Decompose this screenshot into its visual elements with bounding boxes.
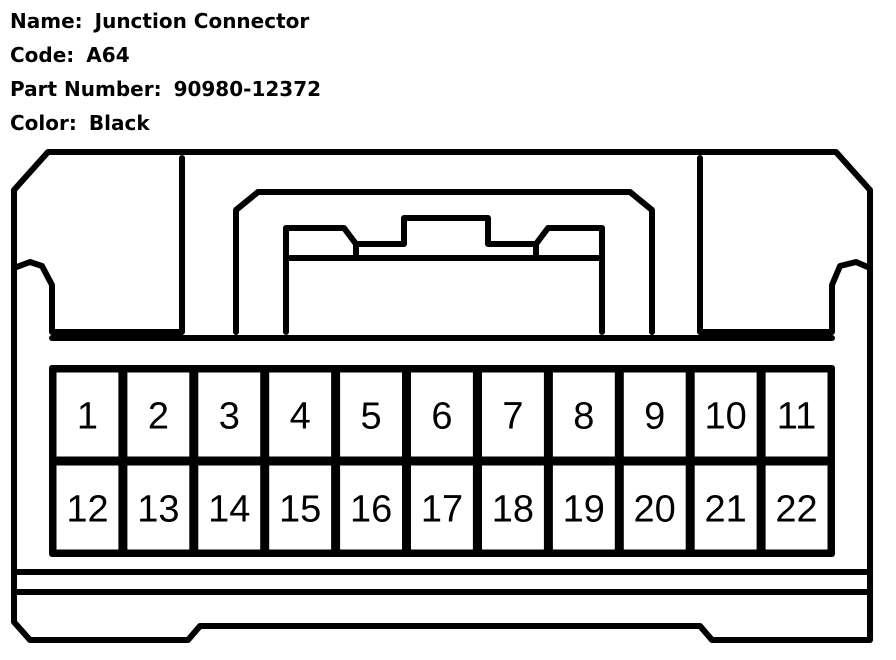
housing-outline [11, 149, 873, 643]
pin-cavity [618, 460, 691, 555]
pin-number: 11 [777, 396, 816, 438]
pin-cavity [618, 367, 691, 462]
pin-number: 6 [431, 396, 452, 438]
pin-number: 10 [704, 396, 746, 438]
pin-cavity [547, 367, 620, 462]
pin-cavity [335, 367, 408, 462]
code-value: A64 [86, 43, 130, 67]
color-value: Black [88, 111, 150, 135]
part-number-label: Part Number: [10, 77, 162, 101]
name-value: Junction Connector [94, 9, 310, 33]
pin-cavity [406, 460, 478, 555]
housing-inner-right [697, 155, 873, 335]
pin-number: 12 [66, 489, 108, 531]
pin-cavity [760, 367, 833, 462]
pin-number: 15 [279, 489, 321, 531]
pin-cavity [51, 367, 124, 462]
pin-number: 4 [290, 396, 311, 438]
pin-number: 22 [775, 489, 817, 531]
pin-cavity [760, 460, 833, 555]
pin-cavity [335, 460, 408, 555]
pin-number: 21 [704, 489, 746, 531]
housing-inner-left [11, 155, 185, 335]
pin-number: 1 [77, 396, 98, 438]
pin-number: 19 [563, 489, 605, 531]
pin-number: 18 [492, 489, 534, 531]
pin-number: 2 [148, 396, 169, 438]
pin-number: 16 [350, 489, 392, 531]
part-number-row: Part Number: 90980-12372 [10, 74, 321, 108]
pin-cavity [264, 460, 337, 555]
pin-cavity [264, 367, 337, 462]
pin-cavity [689, 367, 762, 462]
bottom-rail [11, 569, 873, 595]
pin-number: 3 [219, 396, 240, 438]
connector-info: Name: Junction Connector Code: A64 Part Nu… [10, 6, 321, 142]
pin-cavity [689, 460, 762, 555]
pin-cavity [122, 460, 195, 555]
pin-number: 20 [634, 489, 676, 531]
pin-cavity [477, 460, 549, 555]
pin-cavity [193, 367, 266, 462]
pin-number: 13 [137, 489, 179, 531]
pin-number: 9 [644, 396, 665, 438]
pin-cavity [477, 367, 549, 462]
pin-number: 8 [573, 396, 594, 438]
pin-number: 7 [502, 396, 523, 438]
color-row: Color: Black [10, 108, 321, 142]
pin-number: 14 [208, 489, 250, 531]
pin-number: 17 [421, 489, 463, 531]
locking-lever [283, 215, 605, 335]
pin-cavity [547, 460, 620, 555]
code-row: Code: A64 [10, 40, 321, 74]
name-row: Name: Junction Connector [10, 6, 321, 40]
pin-cavity [122, 367, 195, 462]
part-number-value: 90980-12372 [173, 77, 322, 101]
pin-cavity [193, 460, 266, 555]
pin-cavity [51, 460, 124, 555]
color-label: Color: [10, 111, 77, 135]
pin-cavity [406, 367, 478, 462]
pin-number: 5 [361, 396, 382, 438]
code-label: Code: [10, 43, 75, 67]
name-label: Name: [10, 9, 83, 33]
lock-channel [233, 189, 655, 335]
